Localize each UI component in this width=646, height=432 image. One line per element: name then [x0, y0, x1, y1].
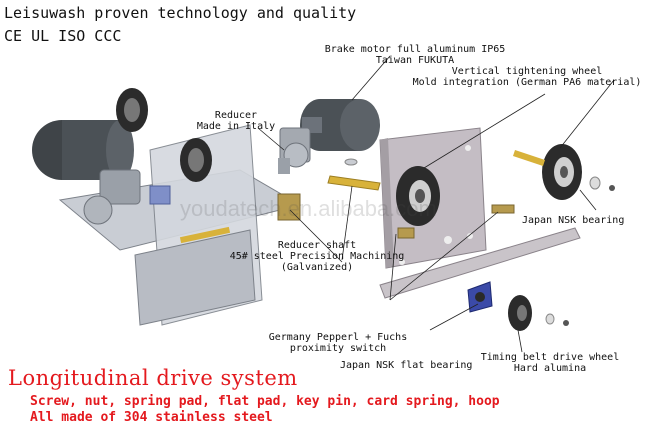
callout-brake-motor-line1: Brake motor full aluminum IP65 [324, 44, 506, 55]
callout-timing-belt-wheel: Timing belt drive wheel Hard alumina [470, 352, 630, 374]
assembled-shaft [179, 226, 231, 244]
reducer-housing [99, 169, 141, 205]
header-title: Leisuwash proven technology and quality [4, 4, 357, 22]
brake-motor [300, 99, 380, 151]
callout-tightening-wheel-line1: Vertical tightening wheel [451, 66, 603, 77]
gear-block [277, 193, 301, 221]
callout-proximity-line1: Germany Pepperl + Fuchs [268, 332, 408, 343]
nut [609, 185, 615, 191]
callout-flat-bearing: Japan NSK flat bearing [340, 360, 472, 371]
watermark: youdatech.en.alibaba.com [180, 196, 437, 221]
blue-bracket [149, 185, 171, 205]
callout-brake-motor-line2: Taiwan FUKUTA [375, 55, 455, 66]
reducer-flange [83, 195, 113, 225]
proximity-switch [491, 204, 515, 214]
callout-timing-wheel-line2: Hard alumina [513, 363, 587, 374]
leader-lines [257, 55, 615, 353]
reducer [278, 127, 311, 174]
flat-bearing [467, 281, 493, 313]
callout-proximity-switch: Germany Pepperl + Fuchs proximity switch [258, 332, 418, 354]
callout-reducer: Reducer Made in Italy [196, 110, 276, 132]
callout-tightening-wheel-line2: Mold integration (German PA6 material) [412, 77, 642, 88]
header-certifications: CE UL ISO CCC [4, 27, 122, 45]
callout-reducer-shaft-line1: Reducer shaft [277, 240, 357, 251]
vertical-tightening-wheel [513, 144, 582, 200]
footer-line1: Screw, nut, spring pad, flat pad, key pi… [30, 394, 500, 409]
callout-nsk-bearing: Japan NSK bearing [522, 215, 624, 226]
callout-reducer-shaft-line2: 45# steel Precision Machining [229, 251, 405, 262]
assembled-drive-unit [32, 88, 302, 326]
callout-brake-motor: Brake motor full aluminum IP65 Taiwan FU… [320, 44, 510, 66]
tightening-wheel [396, 166, 440, 226]
side-plate [134, 229, 256, 326]
footer-line2: All made of 304 stainless steel [30, 410, 273, 425]
callout-reducer-shaft: Reducer shaft 45# steel Precision Machin… [222, 240, 412, 273]
callout-reducer-line2: Made in Italy [196, 121, 276, 132]
long-rail [379, 227, 581, 299]
reducer-shaft [327, 158, 381, 191]
callout-timing-wheel-line1: Timing belt drive wheel [480, 352, 620, 363]
callout-reducer-shaft-line3: (Galvanized) [280, 262, 354, 273]
nsk-bearing [589, 176, 601, 190]
system-title: Longitudinal drive system [8, 366, 298, 390]
motor-flange [106, 120, 134, 180]
switch-bracket [397, 227, 415, 239]
callout-flat-bearing-line1: Japan NSK flat bearing [340, 360, 473, 371]
callout-tightening-wheel: Vertical tightening wheel Mold integrati… [412, 66, 642, 88]
callout-reducer-line1: Reducer [214, 110, 258, 121]
timing-belt-wheel [508, 295, 569, 331]
callout-proximity-line2: proximity switch [289, 343, 387, 354]
callout-nsk-bearing-line1: Japan NSK bearing [522, 215, 625, 226]
